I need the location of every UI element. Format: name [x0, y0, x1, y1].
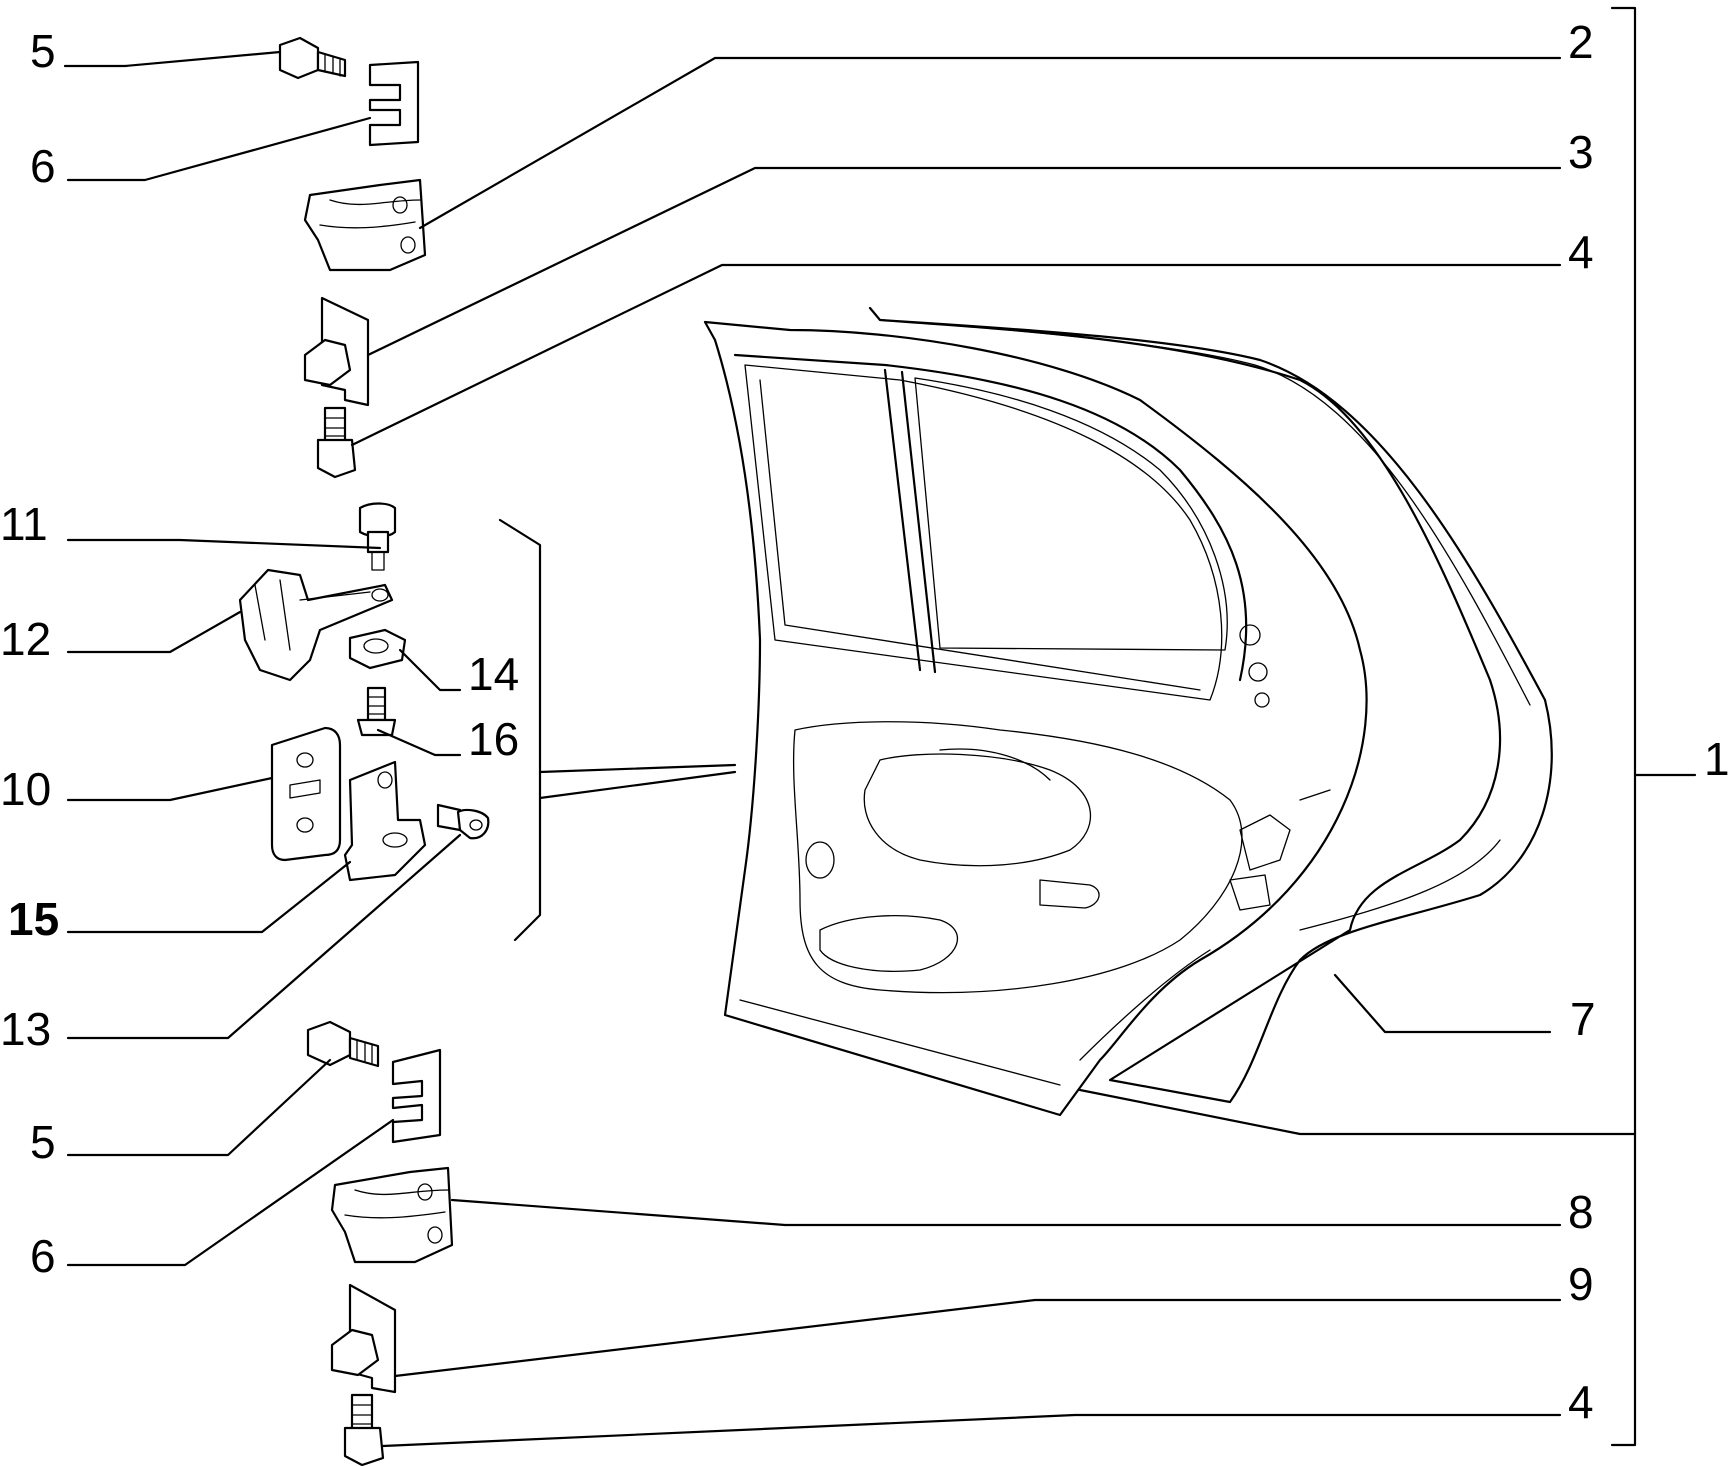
- callout-6-bottom: 6: [30, 1230, 56, 1282]
- callout-11: 11: [0, 498, 48, 550]
- callout-8: 8: [1568, 1186, 1594, 1238]
- callout-4-top: 4: [1568, 226, 1594, 278]
- plate-10: [270, 726, 342, 862]
- hinge-2-upper: [303, 178, 427, 272]
- callout-14: 14: [468, 648, 519, 700]
- callout-10: 10: [0, 763, 51, 815]
- rear-door-assembly: [703, 306, 1553, 1117]
- callout-6-top: 6: [30, 140, 56, 192]
- callout-12: 12: [0, 613, 51, 665]
- bolt-5-bottom: [306, 1020, 380, 1068]
- nut-14: [348, 628, 407, 670]
- callout-7: 7: [1570, 993, 1596, 1045]
- bracket-15: [343, 760, 427, 882]
- callout-4-bottom: 4: [1568, 1376, 1594, 1428]
- callout-9: 9: [1568, 1258, 1594, 1310]
- hinge-8-lower: [330, 1166, 454, 1264]
- shim-6-bottom: [391, 1048, 442, 1144]
- pin-13: [436, 803, 490, 840]
- callout-16: 16: [468, 713, 519, 765]
- callout-15: 15: [8, 893, 59, 945]
- screw-11: [358, 502, 397, 571]
- callout-1: 1: [1704, 733, 1730, 785]
- callout-labels: 5 6 11 12 10 15 13 5 6 14 16 2 3 4 1 7 8…: [0, 16, 1730, 1428]
- shim-6-top: [368, 60, 420, 147]
- plate-9-lower: [330, 1283, 397, 1394]
- leader-lines: [63, 6, 1697, 1448]
- bolt-4-bottom: [343, 1393, 385, 1466]
- callout-2: 2: [1568, 16, 1594, 68]
- callout-3: 3: [1568, 126, 1594, 178]
- callout-5-bottom: 5: [30, 1116, 56, 1168]
- group-bracket: [498, 518, 542, 942]
- screw-16: [356, 686, 397, 737]
- callout-13: 13: [0, 1003, 51, 1055]
- callout-5-top: 5: [30, 25, 56, 77]
- bolt-5-top: [278, 36, 347, 80]
- bolt-4-top: [316, 406, 357, 479]
- check-strap-12: [238, 568, 394, 682]
- plate-3-upper: [303, 296, 370, 407]
